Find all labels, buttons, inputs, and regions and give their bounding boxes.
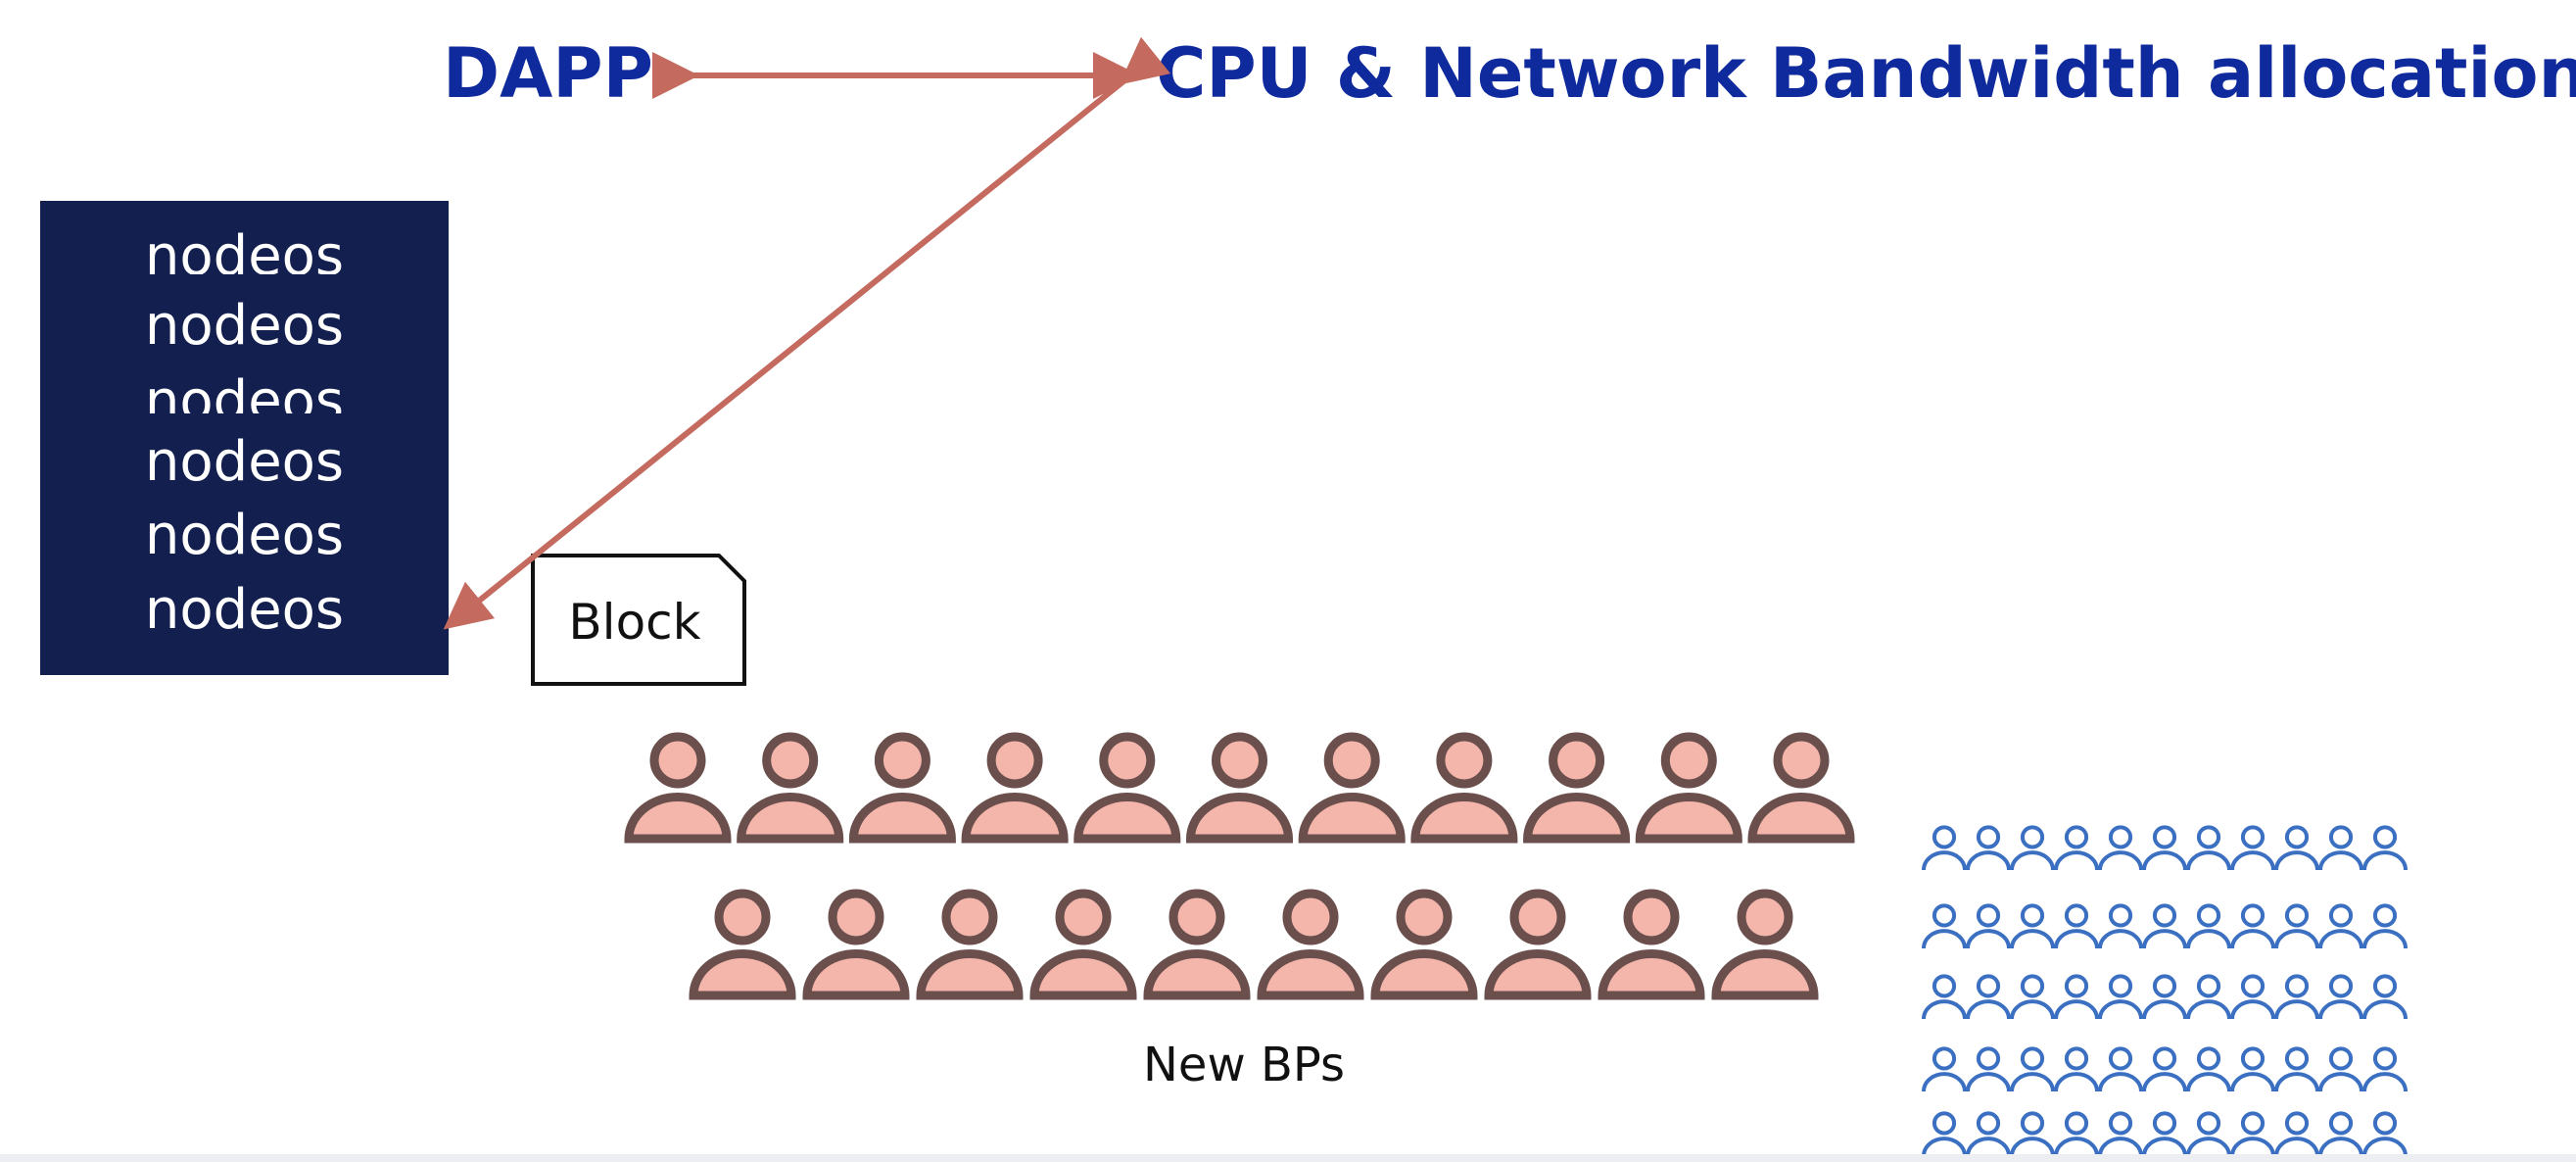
nodeos-line-1: nodeos <box>144 227 345 274</box>
block-producer-icon <box>1073 732 1181 844</box>
voter-icon <box>2186 825 2231 871</box>
block-producer-icon <box>916 889 1024 1000</box>
voter-icon <box>2362 974 2408 1020</box>
voter-icon <box>2230 1111 2275 1157</box>
nodeos-line-3: nodeos <box>144 372 345 413</box>
block-producer-icon <box>1143 889 1251 1000</box>
voter-icon <box>1922 1111 1967 1157</box>
voter-icon <box>2054 903 2099 949</box>
block-producer-icon <box>1598 889 1705 1000</box>
voter-icon <box>2142 1046 2187 1092</box>
cpu-network-bandwidth-label: CPU & Network Bandwidth allocation <box>1156 33 2576 114</box>
voter-icon <box>2098 903 2143 949</box>
voter-icon <box>2362 903 2408 949</box>
voter-icon <box>2098 974 2143 1020</box>
block-producer-icon <box>1635 732 1742 844</box>
voter-icon <box>2054 1046 2099 1092</box>
voter-icon <box>1966 903 2011 949</box>
block-producer-icon <box>1029 889 1137 1000</box>
voter-icon <box>2230 1046 2275 1092</box>
block-producer-icon <box>1711 889 1819 1000</box>
voter-icon <box>2010 1111 2055 1157</box>
voter-icon <box>2010 1046 2055 1092</box>
block-producer-icon <box>1484 889 1592 1000</box>
voter-icon <box>2318 1111 2363 1157</box>
voter-icon <box>2230 903 2275 949</box>
voter-icon <box>2362 1111 2408 1157</box>
block-producer-icon <box>1370 889 1478 1000</box>
nodeos-stack: nodeos nodeos nodeos nodeos nodeos nodeo… <box>40 201 449 675</box>
voter-icon <box>1922 903 1967 949</box>
voters-group <box>1922 825 2408 1157</box>
block-producer-icon <box>1747 732 1855 844</box>
voter-icon <box>2318 903 2363 949</box>
new-bps-caption: New BPs <box>1143 1038 1345 1092</box>
block-producer-icon <box>624 732 732 844</box>
voter-icon <box>2186 1111 2231 1157</box>
block-producers-group <box>624 732 1855 1000</box>
block-producer-icon <box>1257 889 1364 1000</box>
voter-icon <box>2098 825 2143 871</box>
block-producer-icon <box>1523 732 1631 844</box>
voter-icon <box>2274 825 2319 871</box>
voter-icon <box>2274 974 2319 1020</box>
voter-icon <box>2318 825 2363 871</box>
block-producer-icon <box>1410 732 1518 844</box>
voter-icon <box>1922 974 1967 1020</box>
voter-icon <box>2230 974 2275 1020</box>
block-producer-icon <box>961 732 1069 844</box>
voter-icon <box>2098 1111 2143 1157</box>
block-producer-icon <box>737 732 844 844</box>
block-producer-icon <box>802 889 910 1000</box>
voter-icon <box>2362 1046 2408 1092</box>
voter-icon <box>2142 974 2187 1020</box>
voter-icon <box>1922 825 1967 871</box>
cpu-nodeos-arrow <box>443 36 1171 630</box>
voter-icon <box>1966 825 2011 871</box>
voter-icon <box>2186 1046 2231 1092</box>
block-producer-icon <box>1185 732 1294 844</box>
voter-icon <box>2230 825 2275 871</box>
voter-icon <box>2186 903 2231 949</box>
voter-icon <box>2142 1111 2187 1157</box>
nodeos-line-5: nodeos <box>144 507 345 565</box>
voter-icon <box>2054 1111 2099 1157</box>
voter-icon <box>1966 974 2011 1020</box>
block-producer-icon <box>848 732 956 844</box>
voter-icon <box>2318 974 2363 1020</box>
voter-icon <box>1966 1046 2011 1092</box>
voter-icon <box>2274 903 2319 949</box>
voter-icon <box>1922 1046 1967 1092</box>
block-producer-icon <box>689 889 796 1000</box>
voter-icon <box>2010 825 2055 871</box>
voter-icon <box>2274 1111 2319 1157</box>
nodeos-line-6: nodeos <box>144 581 345 640</box>
voter-icon <box>2142 825 2187 871</box>
bottom-strip <box>0 1154 2576 1162</box>
voter-icon <box>1966 1111 2011 1157</box>
voter-icon <box>2054 974 2099 1020</box>
voter-icon <box>2010 903 2055 949</box>
nodeos-line-4: nodeos <box>144 433 345 482</box>
voter-icon <box>2010 974 2055 1020</box>
nodeos-line-2: nodeos <box>144 297 345 356</box>
voter-icon <box>2054 825 2099 871</box>
voter-icon <box>2098 1046 2143 1092</box>
arrows <box>443 36 1171 630</box>
block-producer-icon <box>1298 732 1406 844</box>
voter-icon <box>2362 825 2408 871</box>
voter-icon <box>2274 1046 2319 1092</box>
voter-icon <box>2142 903 2187 949</box>
voter-icon <box>2318 1046 2363 1092</box>
voter-icon <box>2186 974 2231 1020</box>
